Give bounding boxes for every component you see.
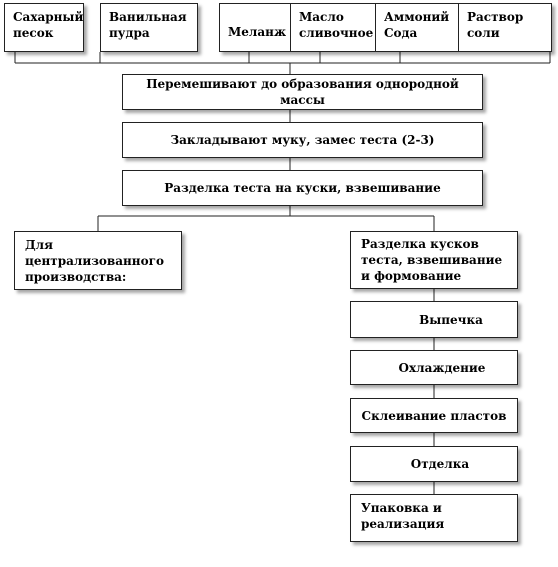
branch-label: Для централизованного производства: (25, 238, 164, 284)
ingredient-box-2: Ванильная пудра (100, 3, 198, 52)
step-mix: Перемешивают до образования однородной м… (122, 74, 483, 110)
step-label: Склеивание пластов (361, 408, 507, 423)
ingredient-label: Аммоний Сода (384, 10, 450, 40)
step-flour: Закладывают муку, замес теста (2-3) (122, 122, 483, 158)
branch-left-box: Для централизованного производства: (14, 231, 182, 290)
step-label: Перемешивают до образования однородной м… (146, 77, 459, 107)
step-label: Закладывают муку, замес теста (2-3) (170, 133, 435, 147)
step-bake: Выпечка (350, 301, 518, 338)
ingredient-label: Масло сливочное (299, 10, 374, 40)
group-divider (458, 3, 459, 52)
ingredient-label: Меланж (228, 24, 287, 39)
group-divider (290, 3, 291, 52)
ingredient-box-5: Аммоний Сода (376, 4, 458, 51)
step-divide: Разделка теста на куски, взвешивание (122, 170, 483, 206)
step-pack: Упаковка и реализация (350, 494, 518, 542)
step-label: Отделка (410, 457, 470, 471)
ingredient-label: Раствор соли (467, 10, 524, 40)
ingredient-box-6: Раствор соли (459, 4, 551, 51)
step-label: Упаковка и реализация (361, 501, 445, 531)
step-cool: Охлаждение (350, 350, 518, 385)
step-finish: Отделка (350, 446, 518, 482)
step-label: Охлаждение (398, 360, 486, 375)
step-label: Разделка теста на куски, взвешивание (164, 181, 441, 195)
ingredient-label: Ванильная пудра (109, 10, 187, 40)
group-divider (375, 3, 376, 52)
ingredient-label: Сахарный песок (13, 10, 84, 40)
step-label: Выпечка (419, 312, 483, 327)
step-glue: Склеивание пластов (350, 398, 518, 433)
ingredient-box-4: Масло сливочное (291, 4, 375, 51)
branch-right-box: Разделка кусков теста, взвешивание и фор… (350, 231, 518, 289)
ingredient-box-1: Сахарный песок (4, 3, 84, 52)
branch-label: Разделка кусков теста, взвешивание и фор… (361, 237, 503, 283)
ingredient-box-3: Меланж (220, 4, 290, 51)
